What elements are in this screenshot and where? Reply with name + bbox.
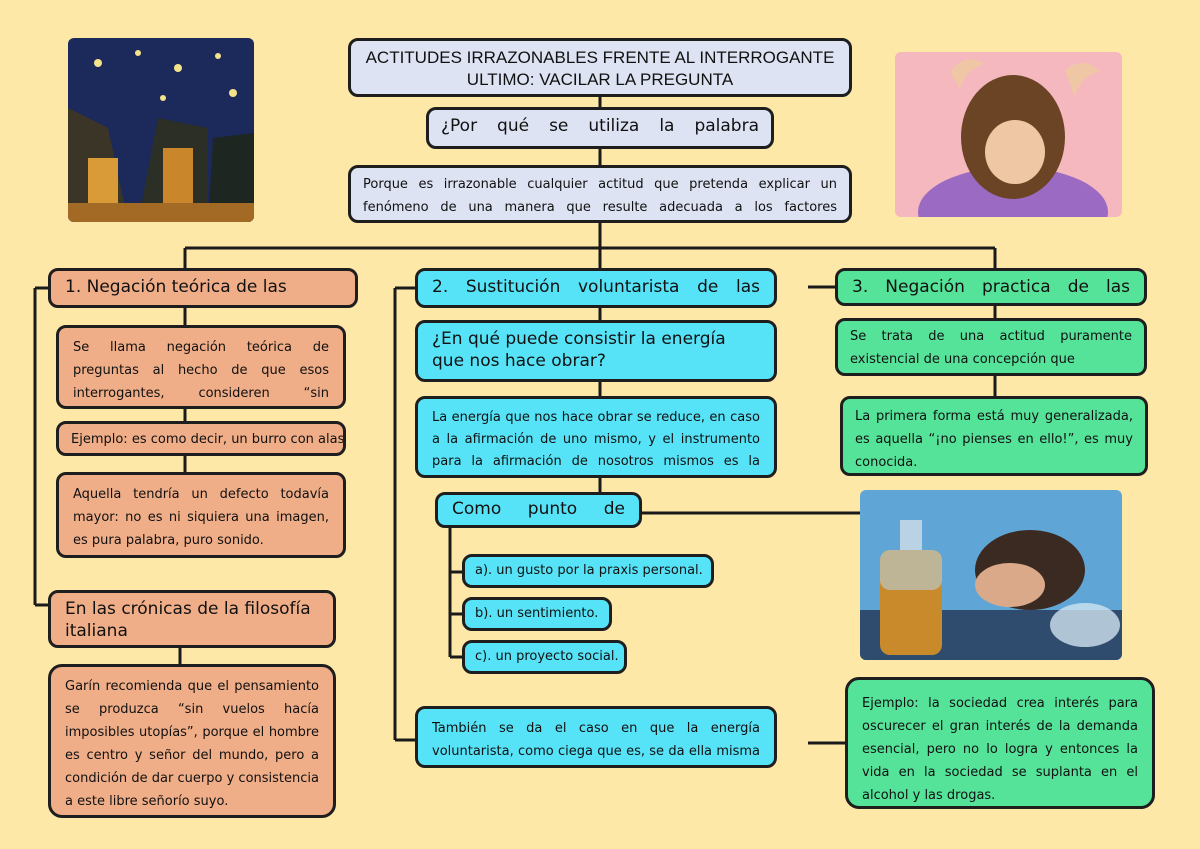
main-question-box: ¿Por qué se utiliza la palabra — [426, 107, 774, 149]
point-c: c). un proyecto social. — [475, 649, 619, 664]
branch2-answer-box: La energía que nos hace obrar se reduce,… — [415, 396, 777, 478]
chronicles-header-label: En las crónicas de la filosofía italiana — [65, 599, 311, 641]
point-header: Como punto de — [452, 499, 625, 519]
branch3-example: Ejemplo: la sociedad crea interés para o… — [862, 696, 1138, 803]
garin-text: Garín recomienda que el pensamiento se p… — [65, 679, 319, 809]
branch1-defect-box: Aquella tendría un defecto todavía mayor… — [56, 472, 346, 558]
point-a-box: a). un gusto por la praxis personal. — [462, 554, 714, 588]
branch1-example-box: Ejemplo: es como decir, un burro con ala… — [56, 421, 346, 456]
drunk-man-image — [860, 490, 1122, 660]
main-answer-box: Porque es irrazonable cualquier actitud … — [348, 165, 852, 223]
garin-box: Garín recomienda que el pensamiento se p… — [48, 664, 336, 818]
branch2-header-label: 2. Sustitución voluntarista de las — [432, 277, 760, 297]
point-b: b). un sentimiento. — [475, 606, 599, 621]
branch3-example-box: Ejemplo: la sociedad crea interés para o… — [845, 677, 1155, 809]
branch3-header-label: 3. Negación practica de las — [852, 277, 1130, 297]
stressed-woman-image — [895, 52, 1122, 217]
title-box: ACTITUDES IRRAZONABLES FRENTE AL INTERRO… — [348, 38, 852, 97]
branch2-question-box: ¿En qué puede consistir la energía que n… — [415, 320, 777, 382]
branch1-definition: Se llama negación teórica de preguntas a… — [73, 340, 329, 401]
main-question: ¿Por qué se utiliza la palabra — [441, 116, 759, 136]
starry-night-image — [68, 38, 254, 222]
branch2-answer: La energía que nos hace obrar se reduce,… — [432, 410, 760, 469]
page-title: ACTITUDES IRRAZONABLES FRENTE AL INTERRO… — [365, 48, 835, 89]
point-header-box: Como punto de — [435, 492, 642, 528]
chronicles-header: En las crónicas de la filosofía italiana — [48, 590, 336, 648]
branch3-first-form-box: La primera forma está muy generalizada, … — [840, 396, 1148, 476]
branch2-also: También se da el caso en que la energía … — [432, 721, 760, 759]
branch3-header: 3. Negación practica de las — [835, 268, 1147, 306]
branch2-question: ¿En qué puede consistir la energía que n… — [432, 329, 726, 371]
branch3-definition-box: Se trata de una actitud puramente existe… — [835, 318, 1147, 376]
main-answer: Porque es irrazonable cualquier actitud … — [363, 177, 837, 215]
branch1-definition-box: Se llama negación teórica de preguntas a… — [56, 325, 346, 409]
branch1-example: Ejemplo: es como decir, un burro con ala… — [71, 432, 345, 447]
point-c-box: c). un proyecto social. — [462, 640, 627, 674]
point-a: a). un gusto por la praxis personal. — [475, 563, 703, 578]
branch1-header-label: 1. Negación teórica de las — [65, 277, 287, 297]
branch3-first-form: La primera forma está muy generalizada, … — [855, 409, 1133, 470]
branch2-header: 2. Sustitución voluntarista de las — [415, 268, 777, 308]
branch1-header: 1. Negación teórica de las — [48, 268, 358, 308]
branch2-also-box: También se da el caso en que la energía … — [415, 706, 777, 768]
branch1-defect: Aquella tendría un defecto todavía mayor… — [73, 487, 329, 548]
point-b-box: b). un sentimiento. — [462, 597, 612, 631]
branch3-definition: Se trata de una actitud puramente existe… — [850, 329, 1132, 367]
